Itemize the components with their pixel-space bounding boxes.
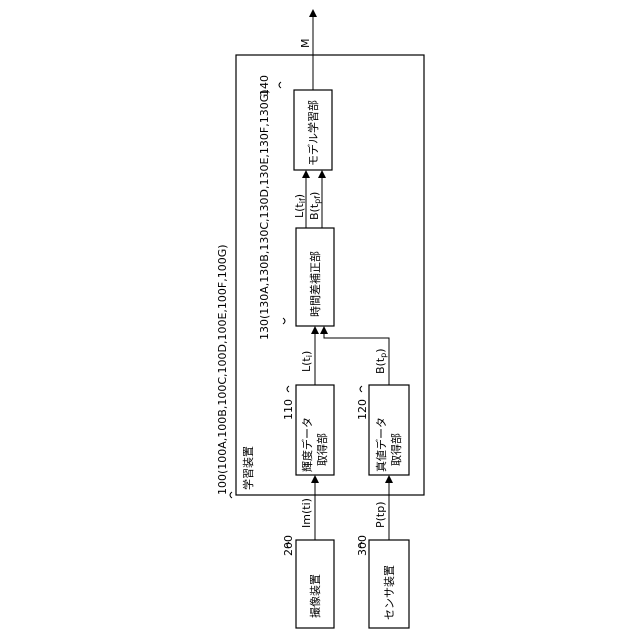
- luminance-unit-line2: 取得部: [315, 433, 329, 466]
- learning-device-title: 学習装置: [241, 446, 255, 490]
- imaging-device-ref: 200: [282, 535, 295, 556]
- sensor-device-label: センサ装置: [383, 565, 396, 620]
- imaging-device-label: 撮像装置: [308, 574, 322, 618]
- luminance-unit-ref: 110: [282, 399, 295, 420]
- luminance-unit-line1: 輝度データ: [300, 417, 314, 472]
- truth-unit-ref: 120: [356, 399, 369, 420]
- model-learning-ref: 140: [258, 75, 271, 96]
- signal-b-tp: B(tp): [374, 348, 388, 374]
- truth-unit-line2: 取得部: [389, 433, 403, 466]
- time-correction-label: 時間差補正部: [308, 251, 322, 317]
- time-correction-ref: 130(130A,130B,130C,130D,130E,130F,130G): [258, 89, 271, 340]
- learning-device-leader: [230, 492, 232, 498]
- signal-p: P(tp): [374, 501, 387, 528]
- signal-m: M: [299, 39, 312, 49]
- model-learning-label: モデル学習部: [306, 100, 320, 166]
- truth-unit-line1: 真値データ: [374, 417, 388, 472]
- sensor-device-ref: 300: [356, 535, 369, 556]
- signal-b-tpf: B(tpf): [308, 192, 322, 220]
- signal-im: Im(ti): [300, 498, 313, 528]
- signal-l-ti: L(ti): [300, 351, 314, 372]
- learning-device-ref: 100(100A,100B,100C,100D,100E,100F,100G): [216, 244, 229, 495]
- signal-l-tif: L(tif): [293, 194, 307, 218]
